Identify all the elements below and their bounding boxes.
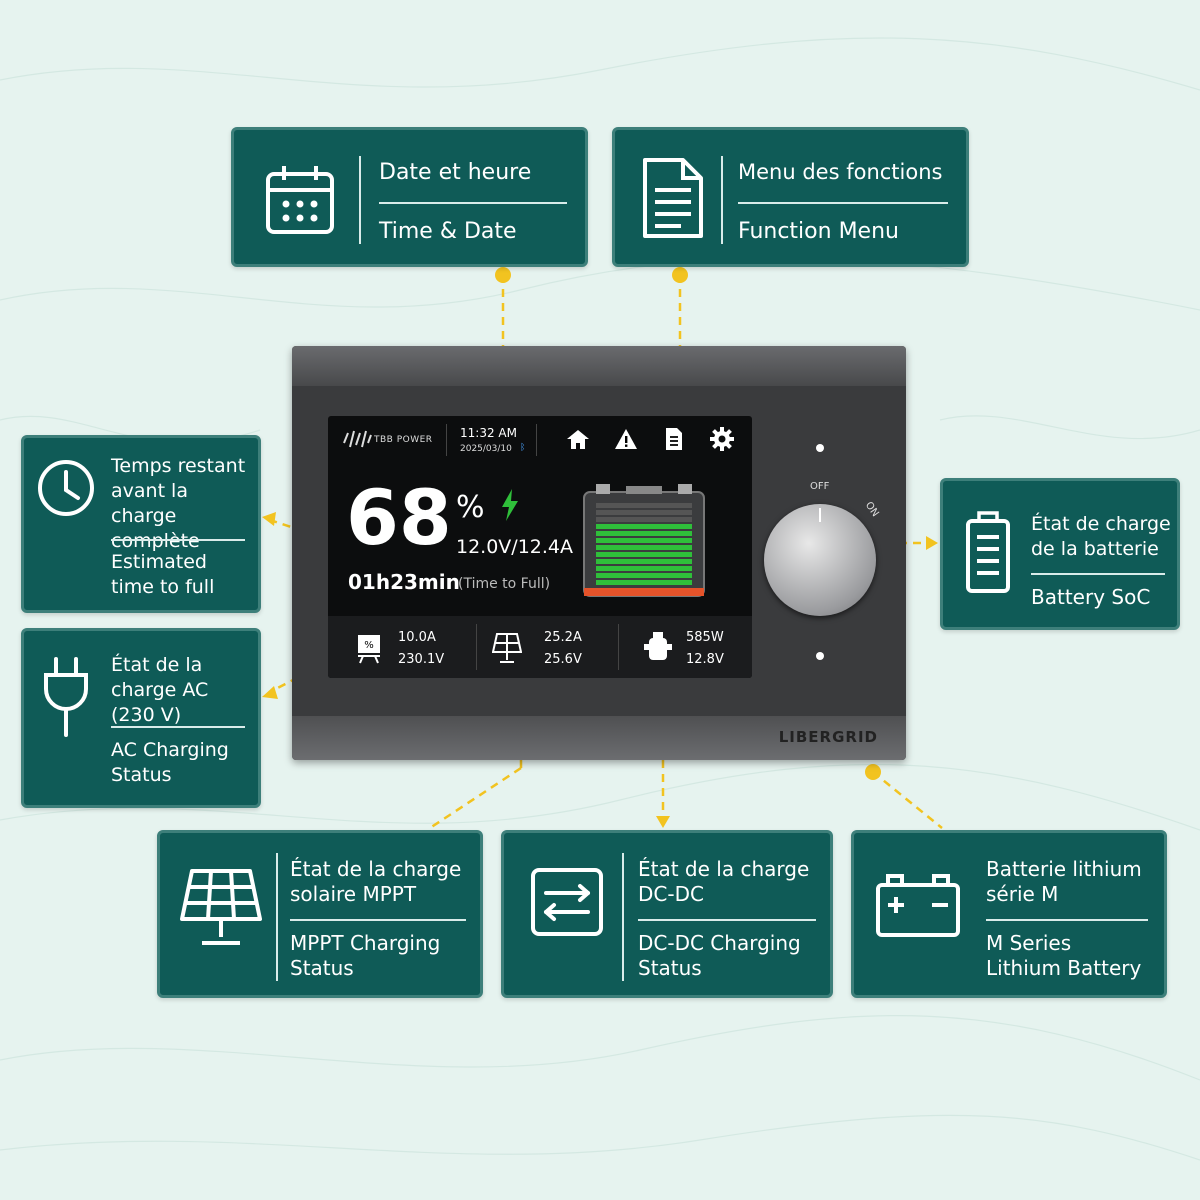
time-to-full-label: (Time to Full) <box>458 576 551 592</box>
bluetooth-icon: ᛒ <box>520 443 526 453</box>
car-battery-icon <box>876 874 960 937</box>
card-date-time-fr: Date et heure <box>379 160 532 185</box>
document-icon <box>643 158 703 238</box>
card-function-menu-fr: Menu des fonctions <box>738 160 943 184</box>
card-ac-charging-en: AC Charging Status <box>111 739 229 786</box>
time-to-full-value: 01h23min <box>348 570 460 594</box>
battery-graphic <box>583 484 705 597</box>
battery-level-bar <box>596 517 692 522</box>
card-time-to-full: Temps restant avant la charge complète E… <box>21 435 261 613</box>
card-m-series-en: M Series Lithium Battery <box>986 931 1142 980</box>
tbb-logo-icon <box>343 430 372 448</box>
card-function-menu: Menu des fonctions Function Menu <box>612 127 969 267</box>
battery-level-bar <box>596 510 692 515</box>
card-battery-soc-en: Battery SoC <box>1031 585 1151 609</box>
battery-level-bar <box>596 552 692 557</box>
card-dcdc-charging: État de la charge DC-DC DC-DC Charging S… <box>501 830 833 998</box>
card-mppt-charging: État de la charge solaire MPPT MPPT Char… <box>157 830 483 998</box>
battery-level-bar <box>596 538 692 543</box>
indicator-dot-bottom <box>816 652 824 660</box>
battery-level-bar <box>596 503 692 508</box>
card-time-to-full-en: Estimated time to full <box>111 551 215 598</box>
battery-level-bar <box>596 580 692 585</box>
card-date-time-en: Time & Date <box>379 219 517 244</box>
battery-level-bar <box>596 559 692 564</box>
card-ac-charging: État de la charge AC (230 V) AC Charging… <box>21 628 261 808</box>
libergrid-display-device: LIBERGRID TBB POWER 11:32 AM 2025/03/10 … <box>292 346 906 760</box>
indicator-dot-top <box>816 444 824 452</box>
device-bottom-bezel: LIBERGRID <box>292 716 906 760</box>
battery-level-bar <box>596 573 692 578</box>
load-voltage: 12.8V <box>686 652 724 667</box>
card-mppt-charging-en: MPPT Charging Status <box>290 931 441 980</box>
clock-date: 2025/03/10 <box>460 444 512 454</box>
card-dcdc-charging-en: DC-DC Charging Status <box>638 931 801 980</box>
solar-current: 25.2A <box>544 630 582 645</box>
card-ac-charging-fr: État de la charge AC (230 V) <box>111 654 209 726</box>
solar-panel-icon <box>180 869 262 945</box>
calendar-icon <box>266 166 334 234</box>
charging-bolt-icon <box>502 489 518 521</box>
switch-off-label: OFF <box>810 481 830 492</box>
device-top-bezel <box>292 346 906 386</box>
battery-level-bar <box>596 524 692 529</box>
card-m-series-fr: Batterie lithium série M <box>986 857 1142 906</box>
settings-gear-icon[interactable] <box>710 427 734 451</box>
clock-time: 11:32 AM <box>460 426 517 440</box>
solar-voltage: 25.6V <box>544 652 582 667</box>
ac-charger-icon: % <box>358 635 380 664</box>
switch-on-label: ON <box>862 500 881 519</box>
card-time-to-full-fr: Temps restant avant la charge complète <box>111 455 246 552</box>
ac-current: 10.0A <box>398 630 436 645</box>
battery-icon <box>966 511 1010 593</box>
home-icon[interactable] <box>566 428 590 450</box>
card-dcdc-charging-fr: État de la charge DC-DC <box>638 857 810 906</box>
card-date-time: Date et heure Time & Date <box>231 127 588 267</box>
soc-unit: % <box>456 490 485 525</box>
clock-icon <box>38 460 94 516</box>
card-battery-soc: État de charge de la batterie Battery So… <box>940 478 1180 630</box>
menu-document-icon[interactable] <box>664 427 684 451</box>
load-power: 585W <box>686 630 724 645</box>
plug-icon <box>44 657 88 737</box>
power-knob[interactable] <box>764 504 876 616</box>
lcd-screen[interactable]: TBB POWER 11:32 AM 2025/03/10 ᛒ 68 % 12.… <box>328 416 752 678</box>
soc-percentage: 68 <box>346 473 452 562</box>
card-mppt-charging-fr: État de la charge solaire MPPT <box>290 857 462 906</box>
svg-text:%: % <box>364 640 374 651</box>
brand-logo: LIBERGRID <box>778 728 878 746</box>
battery-level-bar <box>596 531 692 536</box>
warning-icon[interactable] <box>614 428 638 450</box>
dc-dc-converter-icon <box>531 868 603 936</box>
card-function-menu-en: Function Menu <box>738 219 899 244</box>
battery-level-bar <box>596 566 692 571</box>
battery-level-bar <box>596 545 692 550</box>
card-battery-soc-fr: État de charge de la batterie <box>1031 513 1171 560</box>
dc-load-icon <box>644 632 672 660</box>
ac-voltage: 230.1V <box>398 652 445 667</box>
solar-input-icon <box>492 633 522 663</box>
tbb-power-logo: TBB POWER <box>374 435 433 445</box>
card-m-series-battery: Batterie lithium série M M Series Lithiu… <box>851 830 1167 998</box>
battery-voltage-current: 12.0V/12.4A <box>456 536 574 558</box>
